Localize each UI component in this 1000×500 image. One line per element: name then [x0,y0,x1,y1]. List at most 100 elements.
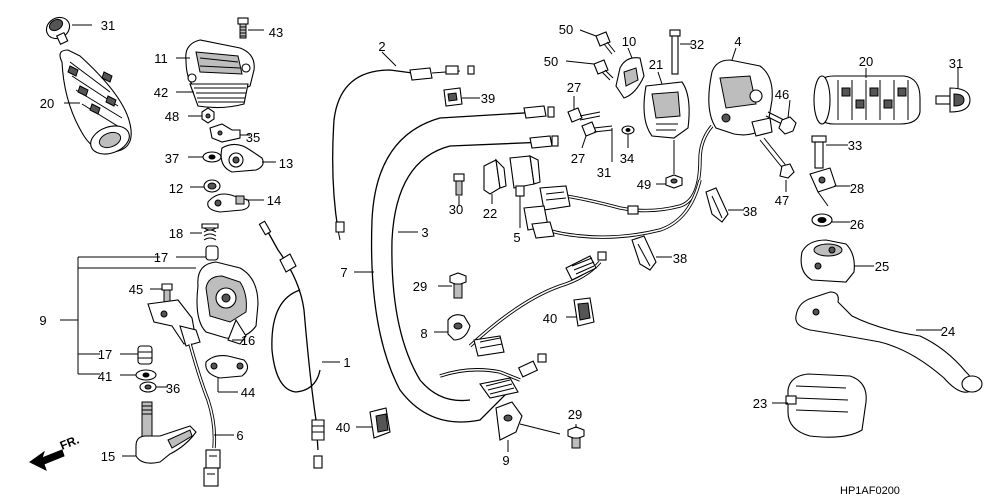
part-number-p40b: 40 [543,311,557,326]
part-number-p1: 1 [343,355,350,370]
part-number-p2: 2 [378,39,385,54]
part-number-p21: 21 [649,57,663,72]
part-number-p33: 33 [848,138,862,153]
grommet-40-right [573,297,595,327]
part-number-p25: 25 [875,259,889,274]
cable-clamp-8 [447,314,471,341]
clutch-cable-1 [258,220,325,469]
part-number-p31b: 31 [597,165,611,180]
part-number-p17a: 17 [154,250,168,265]
part-number-p8: 8 [420,326,427,341]
wire-clip-38-upper [705,187,729,223]
part-number-p10: 10 [622,34,636,49]
part-number-p38a: 38 [743,204,757,219]
clamp-9-lower [495,401,523,441]
part-number-p29b: 29 [568,407,582,422]
part-number-p39: 39 [481,91,495,106]
part-number-p9a: 9 [39,313,46,328]
part-number-p49: 49 [637,177,651,192]
part-number-p16: 16 [241,333,255,348]
washer-37 [202,151,222,163]
part-number-p29a: 29 [413,279,427,294]
choke-cable-2 [332,65,475,241]
throttle-lever-bracket [147,299,201,347]
bolt-32 [669,29,681,75]
bolt-33 [811,135,827,169]
switch-wire-harness [523,124,714,239]
part-number-p13: 13 [279,156,293,171]
part-number-p36: 36 [166,381,180,396]
part-number-p11: 11 [154,51,168,66]
clutch-lever-24 [795,291,983,393]
switch-body-21 [643,81,690,139]
clamp-22 [483,158,507,195]
throttle-housing [196,261,259,345]
nut-49 [665,140,683,189]
part-number-p17b: 17 [98,347,112,362]
washer-41 [135,369,157,381]
part-number-p18: 18 [169,226,183,241]
part-number-p50b: 50 [544,54,558,69]
screw-47 [759,137,795,179]
part-number-p26: 26 [850,217,864,232]
part-number-p47: 47 [775,193,789,208]
part-number-p27a: 27 [567,80,581,95]
grip-end-cap-right [935,87,971,113]
switch-housing-4 [708,59,773,137]
part-number-p30: 30 [449,202,463,217]
collar-36 [139,381,157,393]
arm-14 [207,193,250,213]
handlebar-grip-left [59,49,132,155]
screw-50-upper [595,31,616,55]
part-number-p6: 6 [236,428,243,443]
throttle-cable-lower [439,353,547,399]
clip-39 [443,87,463,107]
rubber-17-lower [137,345,153,365]
nut-48 [201,107,215,124]
diagram-code: HP1AF0200 [840,485,900,497]
part-number-p31a: 31 [101,18,115,33]
grommet-40-left [369,407,391,439]
part-number-p3: 3 [421,225,428,240]
part-number-p43: 43 [269,25,283,40]
clutch-switch-28 [809,167,837,207]
part-number-p20a: 20 [40,96,54,111]
part-number-p15: 15 [101,449,115,464]
rubber-17-upper [205,245,219,261]
part-number-p35: 35 [246,130,260,145]
part-number-p46: 46 [775,87,789,102]
wire-clip-38-lower [631,235,657,271]
handlebar-grip-right [813,75,921,125]
part-number-p12: 12 [169,181,183,196]
bolt-29-lower [519,423,585,449]
part-number-p40a: 40 [336,420,350,435]
part-number-p24: 24 [941,324,955,339]
spring-18 [201,223,219,241]
part-number-p32: 32 [690,37,704,52]
part-number-p37: 37 [165,151,179,166]
collar-12 [203,179,221,193]
part-number-p38b: 38 [673,251,687,266]
throttle-housing-cover [185,39,255,94]
screw-27-lower [581,121,613,137]
part-number-p27b: 27 [571,151,585,166]
part-number-p44: 44 [241,385,255,400]
throttle-lever-15 [135,401,197,464]
bolt-29-upper [449,272,467,299]
plate-44 [205,355,249,379]
part-number-p48: 48 [165,109,179,124]
part-number-p23: 23 [753,396,767,411]
throttle-cable-7 [370,105,559,423]
clutch-lever-bracket-25 [800,239,855,283]
part-number-p7: 7 [340,265,347,280]
screw-27-upper [567,107,601,123]
switch-housing-10 [615,57,645,99]
assembly-bracket-9 [60,256,196,375]
svg-text:FR.: FR. [58,433,81,453]
part-number-p34: 34 [620,151,634,166]
front-direction-marker: FR. [29,433,81,471]
part-number-p50a: 50 [559,22,573,37]
part-number-p14: 14 [267,193,281,208]
